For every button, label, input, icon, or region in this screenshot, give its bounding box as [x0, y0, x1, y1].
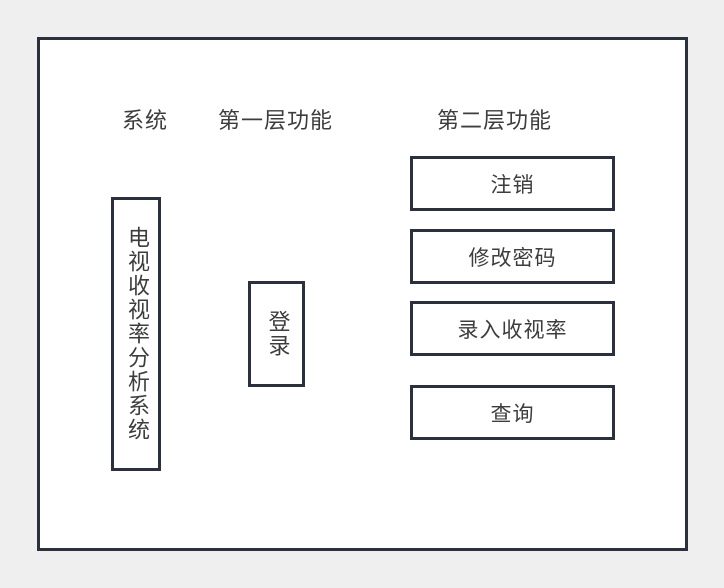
level2-node-query: 查询 [410, 385, 615, 440]
level2-node-change-password-label: 修改密码 [468, 245, 557, 270]
diagram-panel: 系统 第一层功能 第二层功能 电视收视率分析系统 登录 注销 修改密码 录入收视… [37, 37, 688, 551]
column-header-system: 系统 [122, 109, 169, 134]
column-header-level1-functions: 第一层功能 [218, 109, 334, 134]
level2-node-enter-ratings-label: 录入收视率 [457, 317, 568, 342]
level1-node-login: 登录 [248, 281, 305, 387]
level1-node-label: 登录 [264, 310, 290, 358]
level2-node-query-label: 查询 [490, 401, 535, 426]
column-header-level2-functions: 第二层功能 [437, 109, 553, 134]
system-node-label: 电视收视率分析系统 [124, 226, 149, 442]
level2-node-enter-ratings: 录入收视率 [410, 301, 615, 356]
level2-node-logout: 注销 [410, 156, 615, 211]
system-node-tv-ratings-analysis-system: 电视收视率分析系统 [111, 197, 161, 471]
level2-node-logout-label: 注销 [490, 172, 535, 197]
level2-node-change-password: 修改密码 [410, 229, 615, 284]
